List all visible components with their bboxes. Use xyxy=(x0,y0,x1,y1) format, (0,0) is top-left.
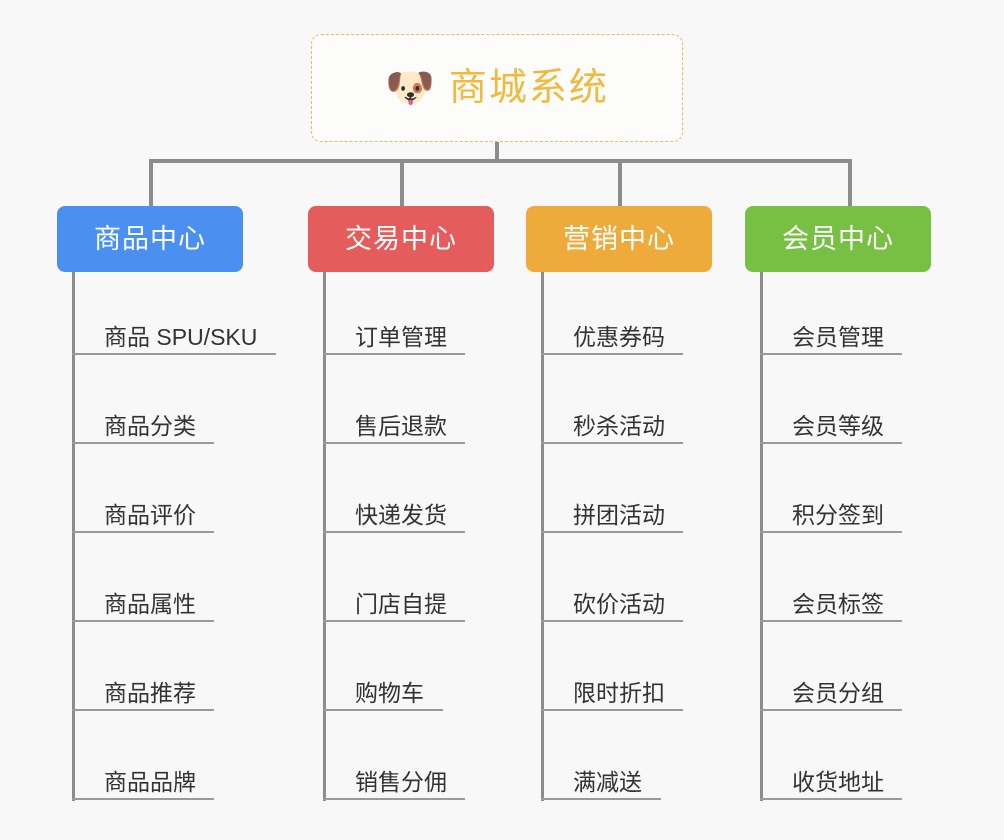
leaf-underline xyxy=(323,442,465,444)
category-header-4-label: 会员中心 xyxy=(782,223,894,254)
root-node-label: 商城系统 xyxy=(448,67,609,109)
category-header-1-label: 商品中心 xyxy=(94,223,206,254)
leaf-underline xyxy=(760,798,902,800)
category-header-2[interactable]: 交易中心 xyxy=(308,206,494,272)
leaf-label: 满减送 xyxy=(573,769,642,795)
leaf-label: 收货地址 xyxy=(792,769,884,795)
leaf-label: 购物车 xyxy=(355,680,424,706)
category-spine-4 xyxy=(760,272,763,801)
leaf-underline xyxy=(72,798,214,800)
leaf-label: 售后退款 xyxy=(355,413,447,439)
leaf-label: 会员分组 xyxy=(792,680,884,706)
leaf-underline xyxy=(760,620,902,622)
connector-drop-2 xyxy=(400,159,404,207)
connector-drop-4 xyxy=(848,159,852,207)
leaf-label: 会员标签 xyxy=(792,591,884,617)
category-header-1[interactable]: 商品中心 xyxy=(57,206,243,272)
leaf-label: 会员管理 xyxy=(792,324,884,350)
leaf-label: 积分签到 xyxy=(792,502,884,528)
leaf-underline xyxy=(760,442,902,444)
leaf-underline xyxy=(72,531,214,533)
leaf-underline xyxy=(323,531,465,533)
category-spine-3 xyxy=(541,272,544,801)
leaf-label: 秒杀活动 xyxy=(573,413,665,439)
category-header-4[interactable]: 会员中心 xyxy=(745,206,931,272)
leaf-underline xyxy=(760,709,902,711)
leaf-underline xyxy=(541,442,683,444)
leaf-underline xyxy=(760,353,902,355)
leaf-underline xyxy=(323,353,465,355)
leaf-label: 销售分佣 xyxy=(355,769,447,795)
leaf-label: 商品评价 xyxy=(104,502,196,528)
leaf-underline xyxy=(72,353,276,355)
leaf-label: 订单管理 xyxy=(355,324,447,350)
leaf-label: 会员等级 xyxy=(792,413,884,439)
connector-drop-3 xyxy=(618,159,622,207)
category-header-3-label: 营销中心 xyxy=(563,223,675,254)
leaf-label: 商品分类 xyxy=(104,413,196,439)
leaf-underline xyxy=(541,531,683,533)
root-node-shopping-mall-system[interactable]: 🐶 商城系统 xyxy=(311,34,683,142)
category-header-3[interactable]: 营销中心 xyxy=(526,206,712,272)
dog-face-icon: 🐶 xyxy=(385,66,435,110)
leaf-underline xyxy=(72,709,214,711)
category-header-2-label: 交易中心 xyxy=(345,223,457,254)
leaf-label: 门店自提 xyxy=(355,591,447,617)
leaf-underline xyxy=(760,531,902,533)
category-spine-1 xyxy=(72,272,75,801)
leaf-label: 砍价活动 xyxy=(573,591,665,617)
leaf-underline xyxy=(323,620,465,622)
leaf-underline xyxy=(72,442,214,444)
category-spine-2 xyxy=(323,272,326,801)
leaf-label: 商品品牌 xyxy=(104,769,196,795)
connector-root-stem xyxy=(495,142,499,163)
leaf-underline xyxy=(541,798,661,800)
leaf-label: 拼团活动 xyxy=(573,502,665,528)
leaf-underline xyxy=(541,709,683,711)
leaf-label: 限时折扣 xyxy=(573,680,665,706)
leaf-label: 商品 SPU/SKU xyxy=(104,324,258,350)
leaf-label: 优惠券码 xyxy=(573,324,665,350)
leaf-underline xyxy=(323,709,443,711)
leaf-underline xyxy=(541,353,683,355)
leaf-label: 商品推荐 xyxy=(104,680,196,706)
leaf-underline xyxy=(323,798,465,800)
leaf-label: 商品属性 xyxy=(104,591,196,617)
leaf-underline xyxy=(72,620,214,622)
connector-horizontal-bus xyxy=(149,159,852,163)
connector-drop-1 xyxy=(149,159,153,207)
leaf-underline xyxy=(541,620,683,622)
leaf-label: 快递发货 xyxy=(355,502,447,528)
